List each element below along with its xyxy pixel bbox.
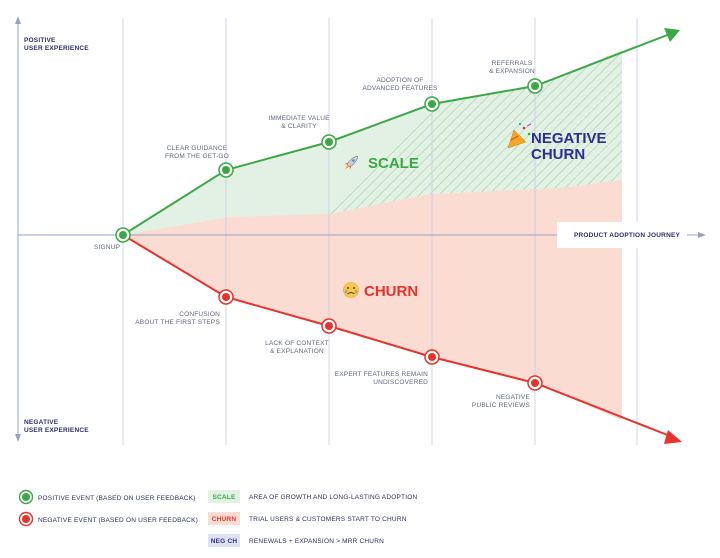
negative-event-label: UNDISCOVERED [373,379,428,386]
legend-scale-swatch [208,490,240,503]
legend-positive-label: POSITIVE EVENT (BASED ON USER FEEDBACK) [38,495,196,502]
negative-event-label: NEGATIVE [496,394,530,401]
negative-churn-label-line-2: CHURN [531,146,585,163]
positive-event-node [424,96,440,112]
legend-negative-churn-swatch [208,534,240,547]
positive-event-node [218,162,234,178]
negative-event-label: CONFUSION [179,311,220,318]
y-axis-arrow-top [15,16,21,24]
scale-area-label: SCALE [368,155,419,172]
y-axis-top-label-1: POSITIVE [24,37,56,44]
legend-negative-churn-tag: NEG CH [211,538,238,545]
positive-event-label: FROM THE GET-GO [165,153,229,160]
legend-negative-churn-text: RENEWALS + EXPANSION > MRR CHURN [249,538,384,545]
negative-event-node [424,349,440,365]
negative-event-label: ABOUT THE FIRST STEPS [135,319,220,326]
positive-event-label: & EXPANSION [489,68,535,75]
negative-event-label: LACK OF CONTEXT [265,340,329,347]
negative-churn-area [330,50,622,214]
y-axis-top-label-2: USER EXPERIENCE [24,45,89,52]
sad-face-icon [343,282,359,298]
legend-churn-tag: CHURN [212,516,237,523]
y-axis-bottom-label-1: NEGATIVE [24,419,59,426]
legend-scale-tag: SCALE [212,494,235,501]
churn-area-label: CHURN [364,283,418,300]
positive-event-node [321,134,337,150]
x-axis-label-box [557,222,687,248]
positive-event-label: IMMEDIATE VALUE [268,115,330,122]
negative-churn-label-line-1: NEGATIVE [531,130,607,147]
negative-event-label: PUBLIC REVIEWS [472,402,531,409]
legend-scale-text: AREA OF GROWTH AND LONG-LASTING ADOPTION [249,494,417,501]
positive-event-label: CLEAR GUIDANCE [167,145,228,152]
legend-positive-event: POSITIVE EVENT (BASED ON USER FEEDBACK) [18,489,196,505]
negative-event-label: & EXPLANATION [270,348,324,355]
positive-event-label: & CLARITY [281,123,317,130]
x-axis-arrow [698,232,706,238]
negative-event-node [321,318,337,334]
signup-label: SIGNUP [94,244,120,251]
legend-churn-swatch [208,512,240,525]
legend-negative-event: NEGATIVE EVENT (BASED ON USER FEEDBACK) [18,511,198,527]
x-axis-label: PRODUCT ADOPTION JOURNEY [574,232,681,239]
negative-event-node [218,289,234,305]
positive-arrowhead [664,28,680,42]
negative-event-node [527,375,543,391]
legend: POSITIVE EVENT (BASED ON USER FEEDBACK) … [18,489,417,547]
rocket-icon [344,156,358,170]
negative-arrowhead [664,430,682,444]
positive-event-label: ADVANCED FEATURES [362,85,437,92]
party-popper-icon [507,122,532,149]
legend-churn-text: TRIAL USERS & CUSTOMERS START TO CHURN [249,516,407,523]
positive-line [122,33,671,236]
negative-line [122,234,671,437]
positive-event-node [527,78,543,94]
y-axis-bottom-label-2: USER EXPERIENCE [24,427,89,434]
churn-area [123,180,622,420]
negative-event-label: EXPERT FEATURES REMAIN [335,371,428,378]
signup-node [115,227,131,243]
positive-event-label: ADOPTION OF [377,77,424,84]
legend-negative-label: NEGATIVE EVENT (BASED ON USER FEEDBACK) [38,517,198,524]
y-axis-arrow-bottom [15,434,21,442]
positive-event-label: REFERRALS [492,60,533,67]
